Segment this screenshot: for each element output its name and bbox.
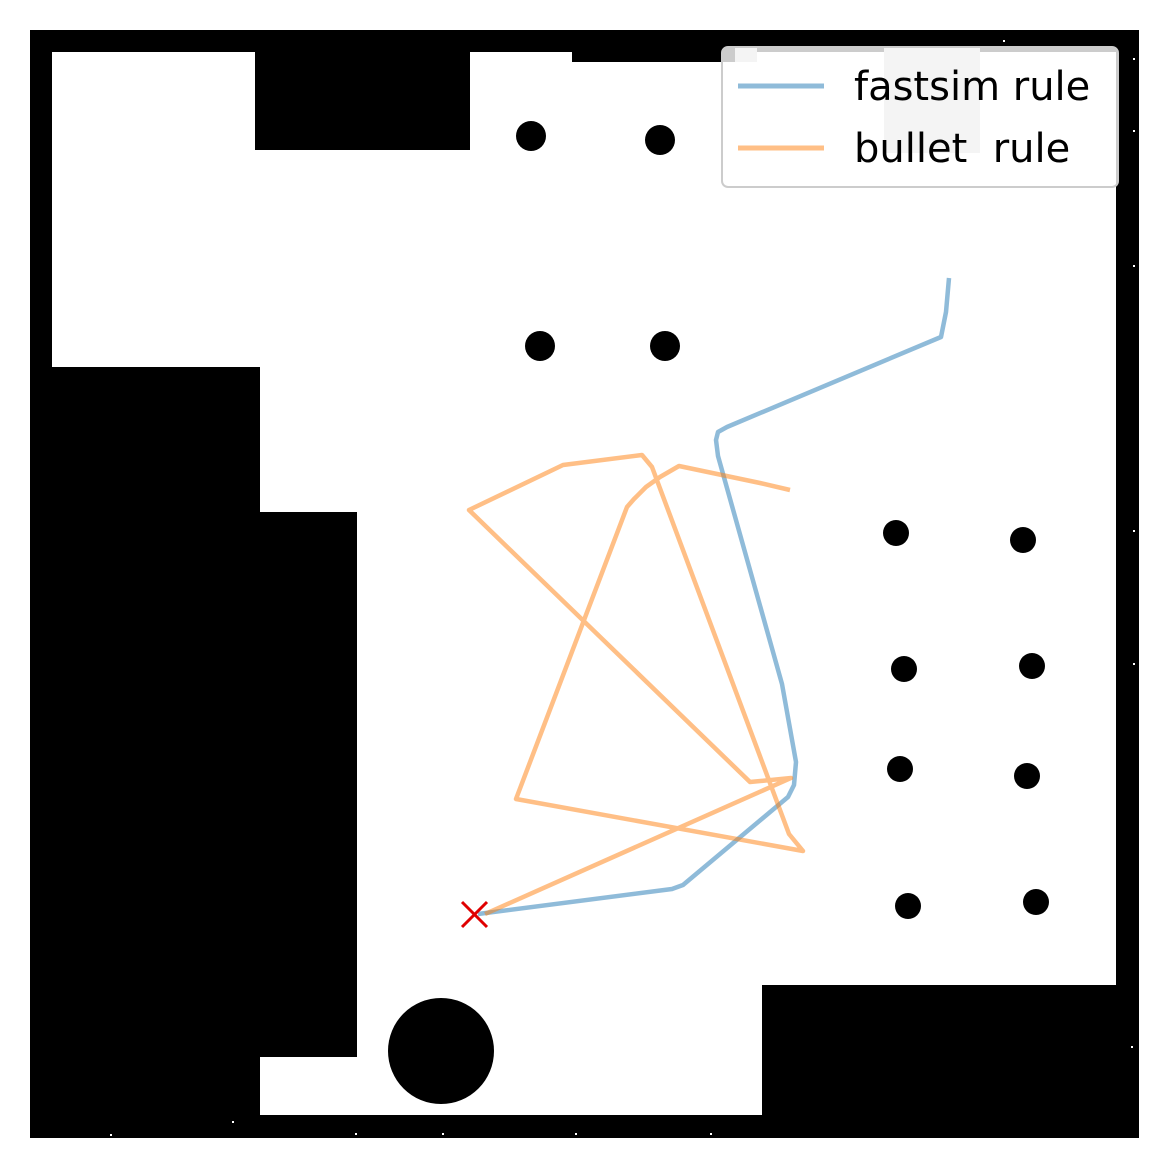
pillar [1023,889,1049,915]
pillar [891,656,917,682]
wall-segment [284,52,470,150]
wall-segment [255,52,279,150]
noise-speck [1133,265,1135,267]
pillar [516,121,546,151]
pillar [650,331,680,361]
legend-label-bullet: bullet rule [854,126,1070,172]
pillar [1019,653,1045,679]
pillar [525,331,555,361]
noise-speck [1131,1046,1133,1048]
noise-speck [1133,130,1135,132]
noise-speck [710,1133,712,1135]
noise-speck [442,1133,444,1135]
legend-box [721,46,1119,188]
noise-speck [1133,663,1135,665]
noise-speck [110,1134,112,1136]
pillar [1010,527,1036,553]
fastsim-trajectory [477,277,952,917]
noise-speck [1133,58,1135,60]
noise-speck [232,1121,234,1123]
x-icon [460,900,489,929]
sensor-noise [110,40,1135,1136]
pillar [883,520,909,546]
pillar [1014,763,1040,789]
noise-speck [355,1133,357,1135]
large-pillar [388,998,494,1104]
pillar [895,893,921,919]
noise-speck [575,1133,577,1135]
noise-speck [1003,40,1005,42]
bullet-trajectory [466,452,806,917]
noise-speck [1133,530,1135,532]
legend-label-fastsim: fastsim rule [854,64,1090,110]
legend: fastsim rule bullet rule [721,46,1119,188]
pillar-group [388,121,1049,1104]
pillar [645,125,675,155]
free-space [52,52,1116,1115]
pillar [887,756,913,782]
